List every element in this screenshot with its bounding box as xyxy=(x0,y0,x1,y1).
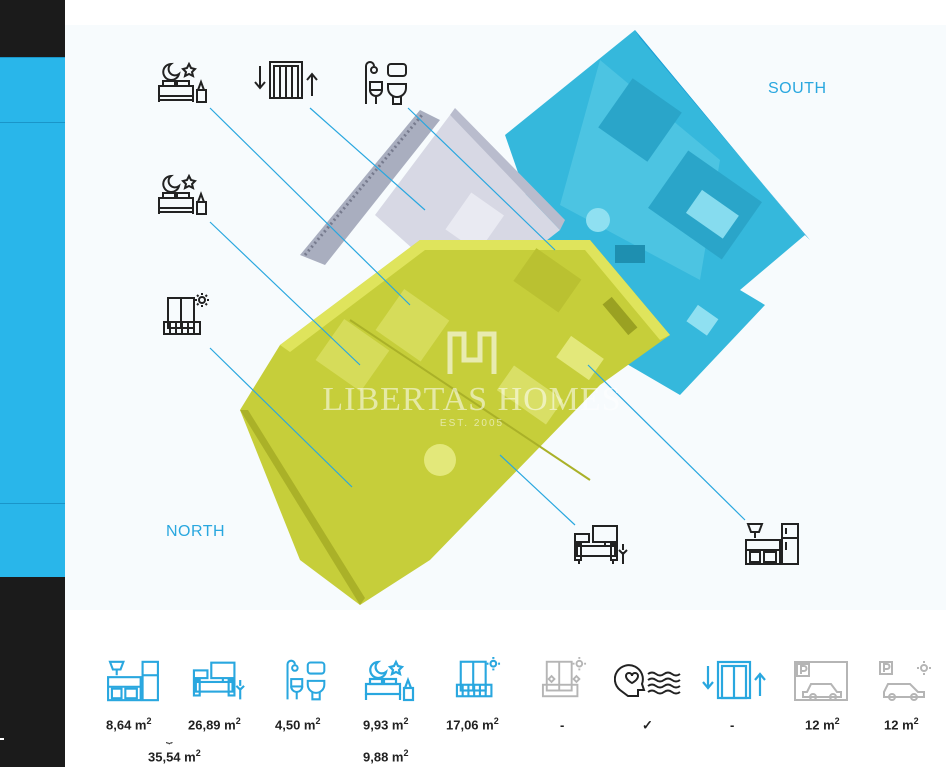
summary-living-room-icon xyxy=(192,661,245,700)
compass-south-label: SOUTH xyxy=(768,80,827,97)
sidebar-tab[interactable] xyxy=(0,57,65,122)
summary-ventilation-value: ✓ xyxy=(642,717,653,733)
summary-bedroom-area: 9,93 m2 xyxy=(363,716,409,733)
summary-combined-area: 35,54 m2 xyxy=(148,748,201,765)
sidebar-tab[interactable] xyxy=(0,122,65,503)
leader-line xyxy=(587,364,746,521)
sidebar-tick xyxy=(0,738,4,740)
summary-balcony-icon xyxy=(455,656,501,698)
watermark-logo-icon xyxy=(447,331,497,374)
compass-north-label: NORTH xyxy=(166,523,226,540)
summary-outdoor-parking-area: 12 m2 xyxy=(884,716,919,733)
summary-parking-icon xyxy=(794,661,848,701)
watermark-est: EST. 2005 xyxy=(439,418,505,429)
leader-line xyxy=(209,347,353,488)
watermark-brand: LIBERTAS HOMES xyxy=(322,381,622,418)
floor-plan-3d xyxy=(209,30,810,605)
leader-line xyxy=(309,107,426,211)
bedroom-icon xyxy=(158,173,207,215)
summary-bar xyxy=(65,610,946,767)
leader-line xyxy=(209,107,411,306)
summary-elevator-icon xyxy=(702,660,766,700)
summary-elevator-value: - xyxy=(730,717,735,733)
leader-line xyxy=(209,221,361,366)
watermark: LIBERTAS HOMES EST. 2005 xyxy=(322,330,622,440)
summary-parking-area: 12 m2 xyxy=(805,716,840,733)
bedroom-icon xyxy=(158,61,207,103)
summary-bedroom2-area: 9,88 m2 xyxy=(363,748,409,765)
summary-balcony-area: 17,06 m2 xyxy=(446,716,499,733)
summary-ventilation-icon xyxy=(614,664,681,697)
sidebar-tab[interactable] xyxy=(0,503,65,577)
elevator-icon xyxy=(254,61,318,99)
summary-bedroom-icon xyxy=(364,659,415,702)
summary-garden-balcony-value: - xyxy=(560,717,565,733)
summary-bathroom-icon xyxy=(286,659,326,701)
leader-line xyxy=(499,454,576,526)
kitchen-icon xyxy=(745,523,799,565)
balcony-icon xyxy=(163,293,209,335)
summary-bathroom-area: 4,50 m2 xyxy=(275,716,321,733)
summary-kitchen-area: 8,64 m2 xyxy=(106,716,152,733)
combined-brace: ⏟ xyxy=(166,731,173,744)
bathroom-icon xyxy=(365,61,407,105)
summary-outdoor-parking-icon xyxy=(879,661,931,701)
living-room-icon xyxy=(574,525,628,564)
summary-garden-balcony-icon xyxy=(541,656,587,698)
summary-living-room-area: 26,89 m2 xyxy=(188,716,241,733)
left-sidebar xyxy=(0,0,65,767)
summary-kitchen-icon xyxy=(107,660,159,702)
leader-line xyxy=(407,107,556,251)
